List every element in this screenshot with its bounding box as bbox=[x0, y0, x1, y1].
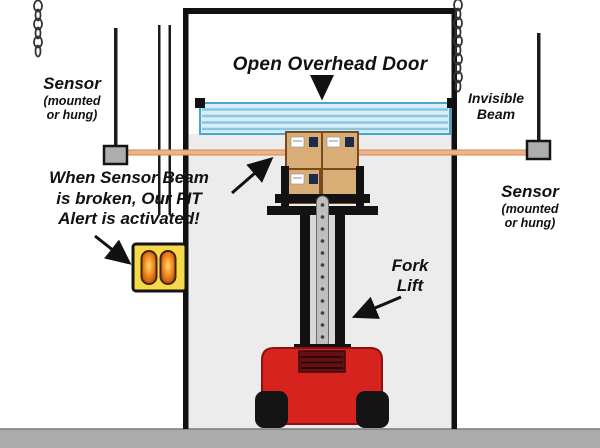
alert-light-left bbox=[140, 250, 158, 285]
arrow-to-alert bbox=[94, 234, 132, 265]
invisible-beam-line2: Beam bbox=[476, 106, 516, 123]
arrow-to-forklift bbox=[351, 295, 402, 319]
forklift-wheel-right bbox=[356, 391, 389, 428]
door-bracket-left bbox=[195, 98, 205, 108]
sensor-left-sub1: (mounted bbox=[43, 93, 101, 108]
forklift-wheel-left bbox=[255, 391, 288, 428]
sensor-left-title: Sensor bbox=[43, 74, 101, 93]
hanging-chain-right bbox=[453, 0, 463, 93]
alert-note-line2: is broken, Our FIT bbox=[56, 188, 202, 208]
alert-light-right bbox=[159, 250, 177, 285]
open-overhead-door-text: Open Overhead Door bbox=[232, 54, 428, 75]
sensor-right-sub2: or hung) bbox=[504, 215, 556, 230]
fork-lift-line2: Lift bbox=[396, 275, 424, 295]
label-sensor-left: Sensor (mounted or hung) bbox=[24, 74, 120, 122]
fork-lift-line1: Fork bbox=[391, 256, 429, 275]
door-frame bbox=[183, 8, 457, 429]
alert-note-line3: Alert is activated! bbox=[58, 209, 200, 229]
sensor-left-device bbox=[102, 144, 129, 166]
floor bbox=[0, 428, 600, 448]
sensor-right-device bbox=[525, 139, 552, 161]
hanging-chain-left bbox=[33, 0, 43, 58]
annotation-arrows bbox=[94, 75, 402, 319]
fit-alert-unit bbox=[131, 242, 188, 293]
door-bracket-right bbox=[447, 98, 457, 108]
label-sensor-right: Sensor (mounted or hung) bbox=[492, 182, 568, 230]
cargo-boxes bbox=[285, 131, 359, 204]
sensor-left-sub2: or hung) bbox=[46, 107, 98, 122]
forklift bbox=[255, 166, 389, 428]
sensor-pole-right bbox=[537, 33, 541, 141]
arrow-to-beam bbox=[231, 157, 274, 195]
alert-note-line1: When Sensor Beam bbox=[49, 168, 209, 187]
mount-rails-left bbox=[158, 25, 171, 215]
label-open-overhead-door: Open Overhead Door bbox=[225, 54, 435, 76]
invisible-beam-line1: Invisible bbox=[467, 90, 525, 106]
sensor-pole-left bbox=[114, 28, 118, 146]
label-fork-lift: Fork Lift bbox=[384, 256, 436, 295]
sensor-right-title: Sensor bbox=[501, 182, 559, 201]
label-alert-note: When Sensor Beam is broken, Our FIT Aler… bbox=[20, 168, 238, 230]
overhead-door-panel bbox=[195, 98, 457, 135]
label-invisible-beam: Invisible Beam bbox=[458, 90, 534, 122]
sensor-right-sub1: (mounted bbox=[501, 201, 559, 216]
